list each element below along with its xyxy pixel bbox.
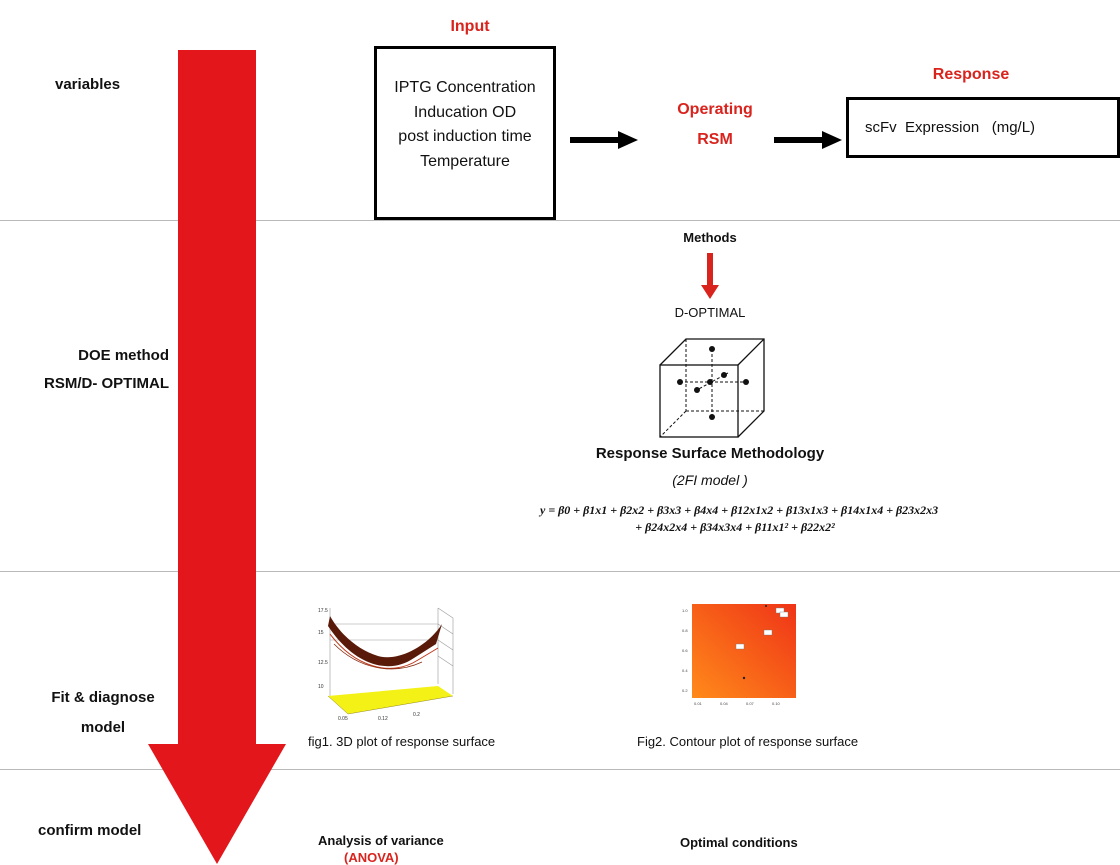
stage-fit-line1: Fit & diagnose bbox=[51, 689, 155, 706]
design-type: D-OPTIMAL bbox=[674, 305, 746, 320]
response-text: scFv Expression (mg/L) bbox=[865, 119, 1036, 136]
input-title: Input bbox=[450, 18, 490, 35]
response-title: Response bbox=[932, 66, 1010, 83]
svg-text:0.2: 0.2 bbox=[682, 688, 688, 693]
svg-text:1.0: 1.0 bbox=[682, 608, 688, 613]
svg-text:0.01: 0.01 bbox=[694, 701, 703, 706]
methods-title: Methods bbox=[683, 230, 737, 245]
stage-variables: variables bbox=[55, 76, 121, 93]
model-type: (2FI model ) bbox=[672, 472, 748, 488]
operating-label: Operating RSM bbox=[640, 95, 790, 155]
anova-title: Analysis of variance bbox=[318, 833, 444, 848]
stage-doe-method: DOE method RSM/D- OPTIMAL bbox=[28, 342, 169, 398]
fig1-caption: fig1. 3D plot of response surface bbox=[308, 734, 496, 749]
optimal-conditions-title: Optimal conditions bbox=[680, 835, 798, 850]
rsm-formula-line2: + β24x2x4 + β34x3x4 + β11x1² + β22x2² bbox=[635, 520, 835, 534]
fig2-caption: Fig2. Contour plot of response surface bbox=[637, 734, 859, 749]
stage-fit-diagnose: Fit & diagnose model bbox=[40, 683, 166, 743]
stage-doe-line2: RSM/D- OPTIMAL bbox=[44, 375, 169, 392]
svg-text:0.10: 0.10 bbox=[772, 701, 781, 706]
svg-text:0.12: 0.12 bbox=[378, 716, 388, 722]
svg-text:15: 15 bbox=[318, 630, 324, 636]
input-variable: Temperature bbox=[420, 152, 510, 170]
response-box: scFv Expression (mg/L) bbox=[846, 97, 1120, 158]
process-flow-arrow bbox=[148, 50, 286, 864]
rsm-formula-line1: y = β0 + β1x1 + β2x2 + β3x3 + β4x4 + β12… bbox=[540, 503, 939, 517]
design-cube-diagram bbox=[659, 338, 765, 438]
operating-line2: RSM bbox=[697, 131, 733, 148]
arrow-right-icon bbox=[570, 131, 638, 149]
svg-text:0.07: 0.07 bbox=[746, 701, 755, 706]
stage-fit-line2: model bbox=[80, 719, 126, 736]
rsm-title: Response Surface Methodology bbox=[595, 445, 825, 462]
arrow-right-icon bbox=[774, 131, 842, 149]
divider-1 bbox=[0, 220, 1120, 221]
response-contour-plot: 1.0 0.8 0.6 0.4 0.2 0.01 0.04 0.07 0.10 bbox=[682, 604, 796, 706]
input-variable: IPTG Concentration bbox=[394, 79, 536, 96]
stage-doe-line1: DOE method bbox=[78, 347, 169, 364]
arrow-down-icon bbox=[701, 253, 719, 299]
svg-text:0.05: 0.05 bbox=[338, 716, 348, 722]
input-variables-list: IPTG Concentration Inducation OD post in… bbox=[377, 49, 553, 174]
divider-3 bbox=[0, 769, 1120, 770]
svg-text:0.8: 0.8 bbox=[682, 628, 688, 633]
input-variable: Inducation OD bbox=[413, 103, 517, 121]
operating-line1: Operating bbox=[677, 101, 753, 118]
input-variables-box: IPTG Concentration Inducation OD post in… bbox=[374, 46, 556, 220]
response-surface-3d-plot: 17.5 15 12.5 10 0.05 0.12 0.2 bbox=[318, 607, 454, 722]
divider-2 bbox=[0, 571, 1120, 572]
svg-text:0.2: 0.2 bbox=[413, 712, 420, 718]
input-variable: post induction time bbox=[398, 128, 532, 145]
svg-text:0.6: 0.6 bbox=[682, 648, 688, 653]
svg-text:0.04: 0.04 bbox=[720, 701, 729, 706]
svg-text:17.5: 17.5 bbox=[318, 608, 328, 614]
svg-text:12.5: 12.5 bbox=[318, 660, 328, 666]
anova-subtitle: (ANOVA) bbox=[344, 850, 399, 865]
stage-confirm-model: confirm model bbox=[38, 822, 142, 839]
svg-text:10: 10 bbox=[318, 684, 324, 690]
svg-text:0.4: 0.4 bbox=[682, 668, 688, 673]
